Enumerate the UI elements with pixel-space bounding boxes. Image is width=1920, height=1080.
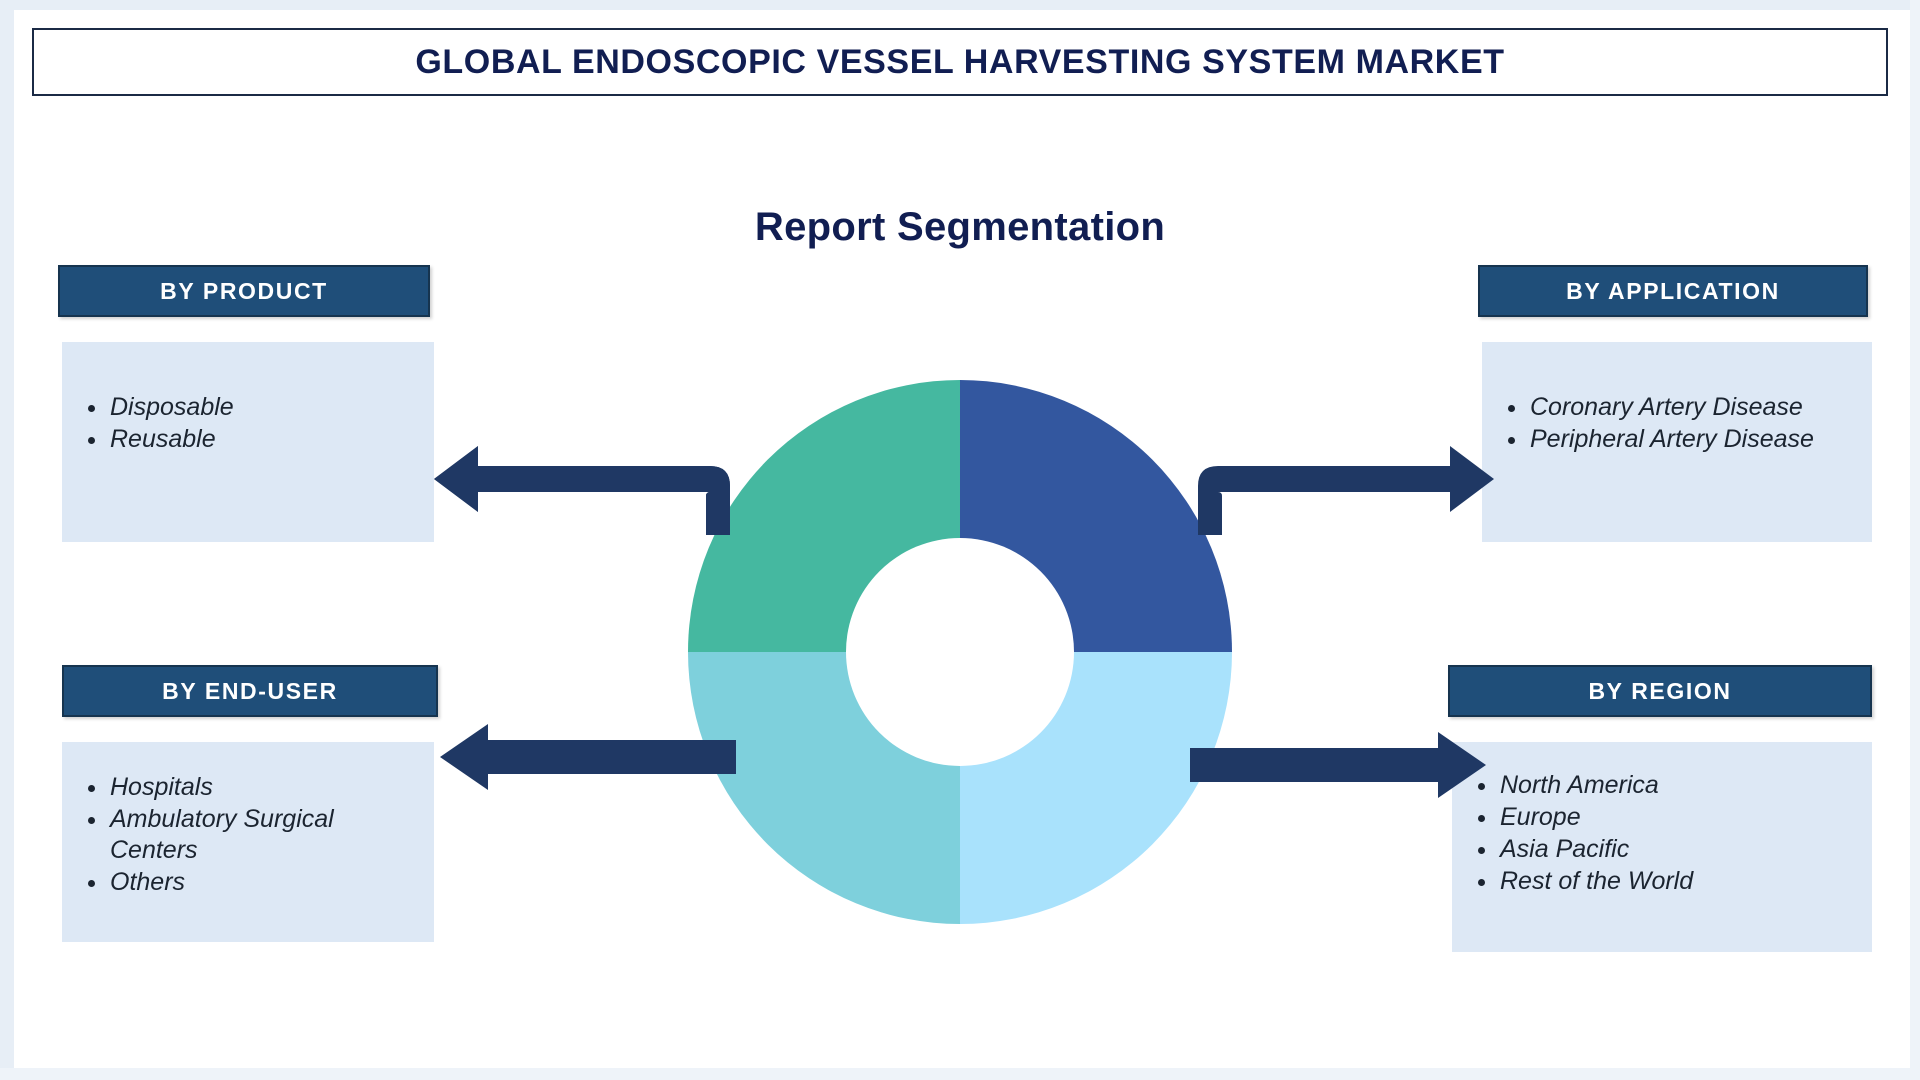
- header-by-region-label: BY REGION: [1588, 677, 1732, 704]
- list-item: Disposable: [88, 392, 416, 423]
- donut-center-hole: [846, 538, 1074, 766]
- header-by-product: BY PRODUCT: [58, 265, 430, 317]
- page-edge-left: [0, 0, 14, 1080]
- list-item: Hospitals: [88, 772, 416, 803]
- list-item: Asia Pacific: [1478, 834, 1854, 865]
- page-title: GLOBAL ENDOSCOPIC VESSEL HARVESTING SYST…: [415, 42, 1505, 81]
- panel-by-end-user: Hospitals Ambulatory Surgical Centers Ot…: [62, 742, 434, 942]
- list-item: Europe: [1478, 802, 1854, 833]
- section-heading: Report Segmentation: [754, 205, 1166, 249]
- header-by-region: BY REGION: [1448, 665, 1872, 717]
- list-item: Reusable: [88, 424, 416, 455]
- page-edge-top: [0, 0, 1920, 10]
- header-by-end-user-label: BY END-USER: [162, 677, 338, 704]
- arrow-to-by-region: [1190, 732, 1486, 798]
- list-item: Coronary Artery Disease: [1508, 392, 1854, 423]
- header-by-application: BY APPLICATION: [1478, 265, 1868, 317]
- list-item: Others: [88, 867, 416, 898]
- list-by-application: Coronary Artery Disease Peripheral Arter…: [1482, 392, 1872, 455]
- list-item: Ambulatory Surgical Centers: [88, 804, 362, 866]
- page-edge-right: [1910, 0, 1920, 1080]
- list-item: North America: [1478, 770, 1854, 801]
- list-by-product: Disposable Reusable: [62, 392, 434, 455]
- list-item: Peripheral Artery Disease: [1508, 424, 1854, 455]
- panel-by-application: Coronary Artery Disease Peripheral Arter…: [1482, 342, 1872, 542]
- header-by-product-label: BY PRODUCT: [160, 277, 328, 304]
- list-item: Rest of the World: [1478, 866, 1854, 897]
- header-by-application-label: BY APPLICATION: [1566, 277, 1780, 304]
- panel-by-product: Disposable Reusable: [62, 342, 434, 542]
- list-by-region: North America Europe Asia Pacific Rest o…: [1452, 770, 1872, 897]
- panel-by-region: North America Europe Asia Pacific Rest o…: [1452, 742, 1872, 952]
- header-by-end-user: BY END-USER: [62, 665, 438, 717]
- title-banner: GLOBAL ENDOSCOPIC VESSEL HARVESTING SYST…: [32, 28, 1888, 96]
- page-edge-bottom: [0, 1068, 1920, 1080]
- list-by-end-user: Hospitals Ambulatory Surgical Centers Ot…: [62, 772, 434, 898]
- segmentation-donut-chart: [688, 380, 1232, 924]
